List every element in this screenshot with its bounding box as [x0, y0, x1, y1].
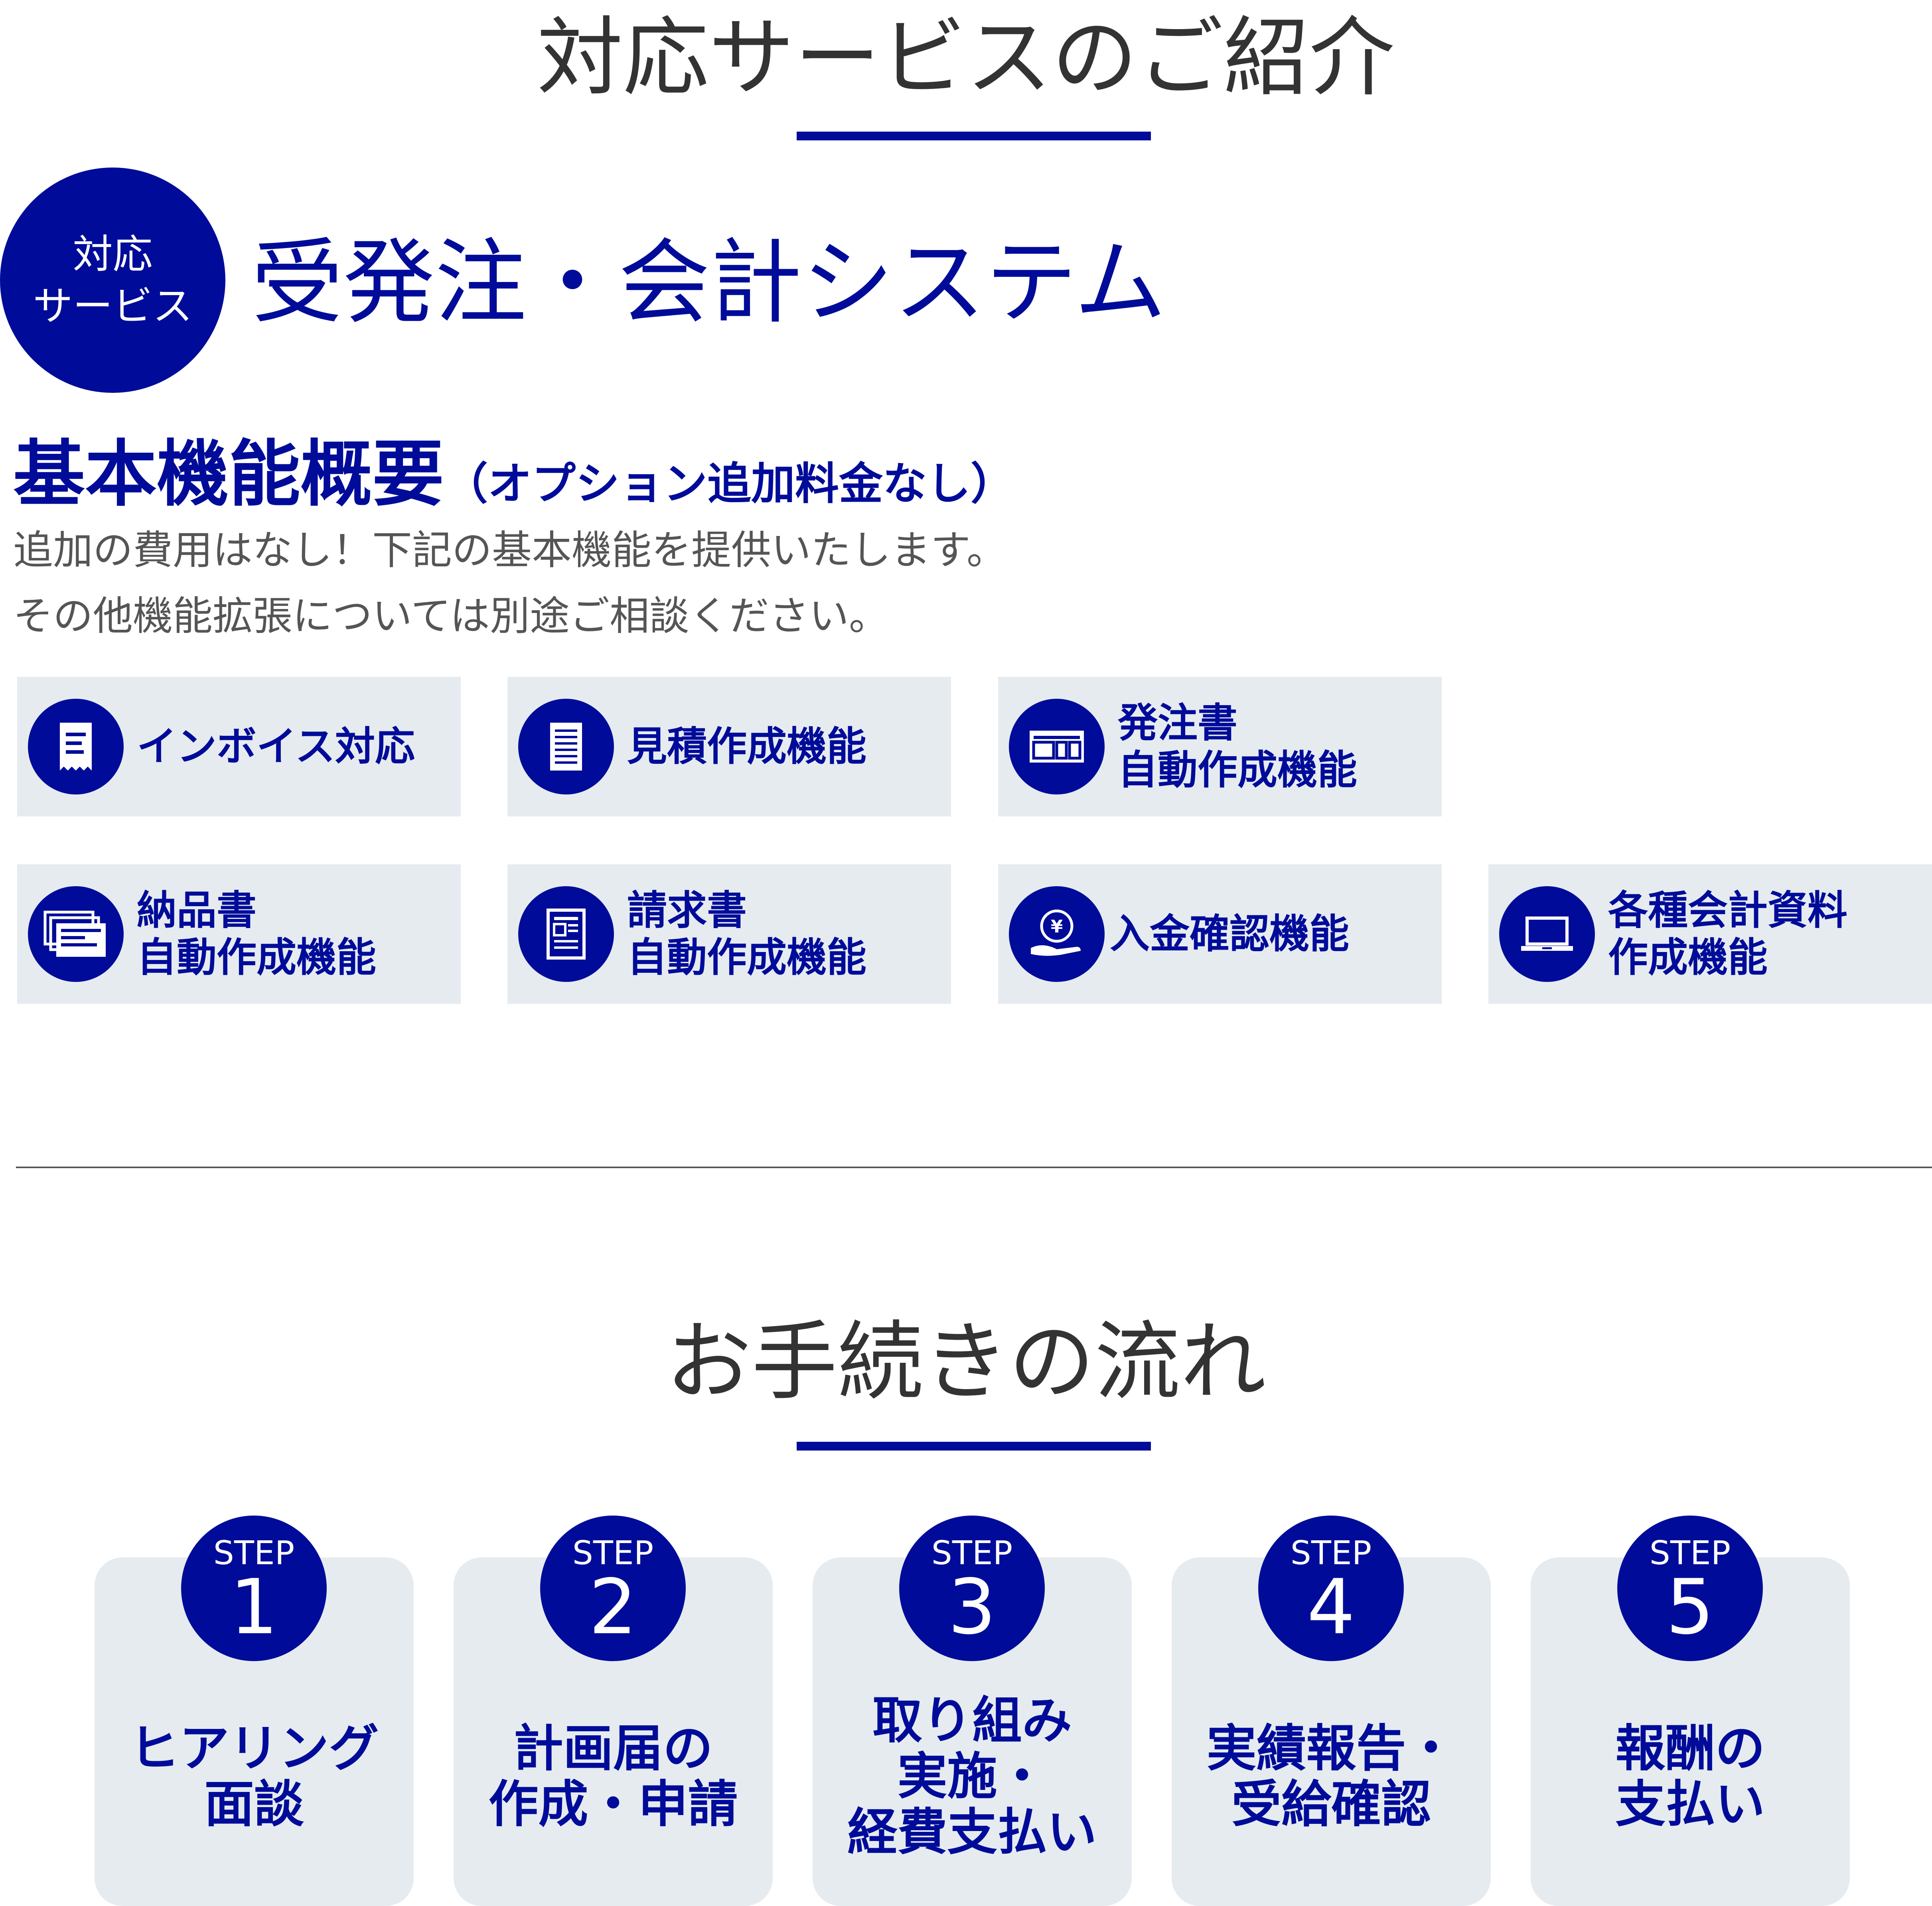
delivery-slip-icon: [28, 886, 124, 982]
step-label: STEP: [1290, 1534, 1372, 1572]
features-heading: 基本機能概要（オプション追加料金なし）: [13, 431, 1014, 541]
laptop-icon: [1499, 886, 1595, 982]
yen-coin-hand-icon: ¥: [1009, 886, 1105, 982]
feature-label-line1: 発注書: [1118, 700, 1237, 746]
step-text-line: 経費支払い: [847, 1804, 1097, 1861]
receipt-icon: [28, 699, 124, 794]
service-intro-title: 対応サービスのご紹介: [537, 8, 1395, 108]
feature-label-line2: 自動作成機能: [627, 934, 866, 981]
feature-card-delivery-slip: 納品書 自動作成機能: [17, 864, 461, 1004]
description-line1: 追加の費用はなし！下記の基本機能を提供いたします。: [13, 527, 1006, 574]
step-text-line: 報酬の: [1615, 1720, 1765, 1778]
feature-card-estimate: 見積作成機能: [507, 677, 951, 816]
badge-line2: サービス: [33, 282, 193, 329]
step-badge-2: STEP 2: [540, 1516, 686, 1661]
step-number: 2: [589, 1563, 637, 1651]
feature-card-order-form: 発注書 自動作成機能: [998, 677, 1442, 816]
service-badge: 対応 サービス: [0, 168, 225, 393]
step-text-5: 報酬の 支払い: [1531, 1693, 1850, 1861]
svg-text:¥: ¥: [1051, 917, 1063, 937]
feature-card-accounting-docs: 各種会計資料 作成機能: [1488, 864, 1932, 1004]
step-number: 5: [1666, 1563, 1714, 1651]
step-text-line: 実施・: [897, 1748, 1047, 1805]
step-text-2: 計画届の 作成・申請: [454, 1693, 773, 1861]
step-label: STEP: [213, 1534, 295, 1572]
step-text-line: 計画届の: [513, 1720, 713, 1778]
order-form-icon: [1009, 699, 1105, 794]
feature-label-line2: 作成機能: [1608, 934, 1768, 981]
step-text-line: 実績報告・: [1206, 1720, 1456, 1778]
feature-card-invoice: 請求書 自動作成機能: [507, 864, 951, 1004]
step-badge-5: STEP 5: [1617, 1516, 1763, 1661]
step-text-line: 支払い: [1615, 1776, 1765, 1833]
feature-card-payment-confirmation: ¥ 入金確認機能: [998, 864, 1442, 1004]
step-label: STEP: [1649, 1534, 1731, 1572]
title-underline: [797, 132, 1151, 140]
step-text-line: 面談: [204, 1776, 304, 1833]
step-text-3: 取り組み 実施・ 経費支払い: [813, 1693, 1132, 1861]
invoice-icon: [518, 886, 614, 982]
step-text-1: ヒアリング 面談: [95, 1693, 414, 1861]
feature-card-invoice-support: インボイス対応: [17, 677, 461, 816]
feature-label-line1: インボイス対応: [137, 723, 415, 770]
step-text-line: 取り組み: [872, 1692, 1072, 1750]
step-number: 4: [1307, 1563, 1355, 1651]
section-divider: [16, 1167, 1932, 1168]
step-text-line: 作成・申請: [488, 1776, 738, 1833]
step-label: STEP: [931, 1534, 1013, 1572]
feature-label-line1: 見積作成機能: [627, 723, 866, 770]
feature-label-line1: 入金確認機能: [1110, 911, 1349, 957]
step-text-4: 実績報告・ 受給確認: [1172, 1693, 1491, 1861]
step-badge-3: STEP 3: [899, 1516, 1045, 1661]
badge-line1: 対応: [73, 231, 153, 278]
feature-label-line2: 自動作成機能: [137, 934, 376, 981]
step-badge-4: STEP 4: [1258, 1516, 1404, 1661]
step-number: 1: [230, 1563, 278, 1651]
procedure-title-underline: [797, 1442, 1151, 1451]
features-heading-main: 基本機能概要: [13, 433, 444, 516]
feature-label-line2: 自動作成機能: [1118, 747, 1357, 793]
step-number: 3: [948, 1563, 996, 1651]
feature-label-line1: 請求書: [627, 887, 747, 934]
description-line2: その他機能拡張については別途ご相談ください。: [13, 593, 889, 639]
feature-label-line1: 各種会計資料: [1608, 887, 1847, 934]
service-name: 受発注・会計システム: [251, 230, 1166, 336]
feature-label-line1: 納品書: [137, 887, 257, 934]
step-text-line: ヒアリング: [129, 1720, 379, 1778]
features-heading-sub: （オプション追加料金なし）: [444, 458, 1015, 509]
procedure-title: お手続きの流れ: [666, 1312, 1266, 1412]
step-text-line: 受給確認: [1231, 1776, 1431, 1833]
step-label: STEP: [572, 1534, 654, 1572]
document-icon: [518, 699, 614, 794]
step-badge-1: STEP 1: [181, 1516, 327, 1661]
